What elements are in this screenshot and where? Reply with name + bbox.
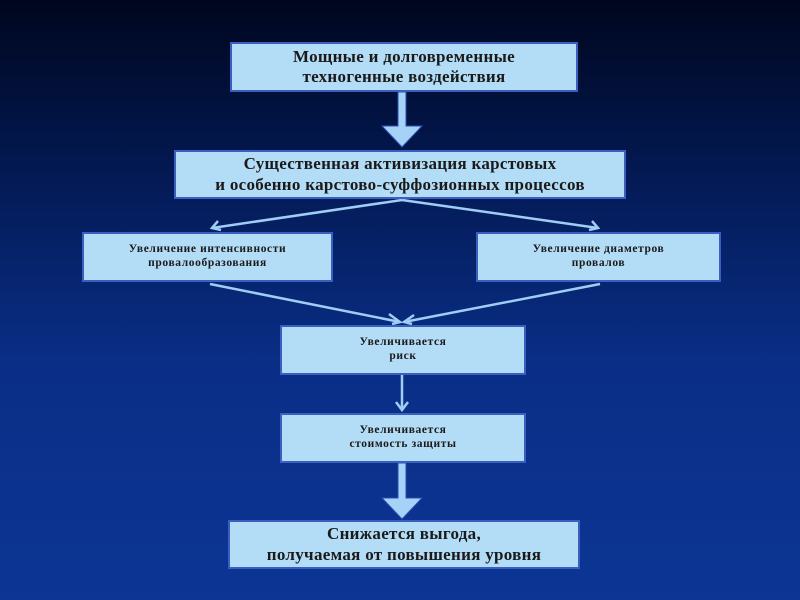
box-text-line: Увеличение диаметров [532, 243, 665, 256]
box-text-line: Увеличивается [359, 336, 447, 349]
box-text-line: провалов [571, 257, 626, 269]
box-text-line: Снижается выгода, [327, 524, 481, 544]
box-karst-activation: Существенная активизация карстовых и осо… [174, 150, 626, 199]
big-arrow-1 [380, 91, 424, 148]
box-text-line: Мощные и долговременные [293, 46, 515, 66]
box-text-line: и особенно карстово-суффозионных процесс… [215, 174, 585, 194]
box-risk: Увеличивается риск [280, 325, 526, 375]
box-text-line: провалообразования [148, 257, 267, 269]
box-sinkhole-intensity: Увеличение интенсивности провалообразова… [82, 232, 333, 282]
arrow-to-right-branch [401, 198, 599, 230]
box-text-line: Существенная активизация карстовых [243, 154, 557, 174]
box-sinkhole-diameter: Увеличение диаметров провалов [476, 232, 721, 282]
box-text-line: получаемая от повышения уровня [266, 544, 542, 564]
arrow-to-left-branch [211, 198, 403, 230]
big-arrow-2 [380, 462, 424, 520]
box-benefit-decrease: Снижается выгода, получаемая от повышени… [228, 520, 580, 569]
box-text-line: стоимость защиты [349, 438, 457, 450]
box-text-line: Увеличение интенсивности [128, 243, 287, 256]
box-text-line: риск [389, 350, 417, 362]
arrow-left-to-risk [209, 282, 401, 324]
box-protection-cost: Увеличивается стоимость защиты [280, 413, 526, 463]
arrow-right-to-risk [403, 282, 601, 324]
box-text-line: техногенные воздействия [302, 67, 506, 86]
box-technogenic-impacts: Мощные и долговременные техногенные возд… [230, 42, 578, 92]
box-text-line: Увеличивается [359, 424, 447, 437]
